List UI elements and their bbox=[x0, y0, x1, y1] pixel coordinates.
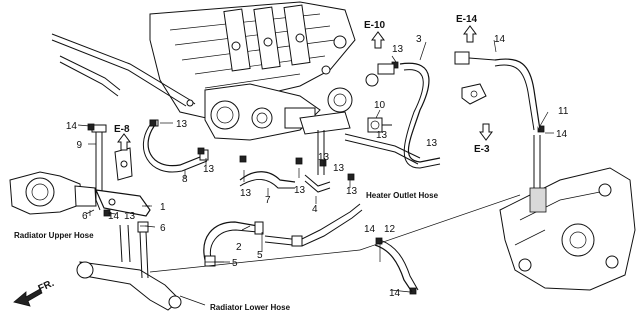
ref-e14: E-14 bbox=[456, 14, 478, 25]
label-front: FR. bbox=[37, 278, 56, 295]
e3-arrow bbox=[479, 123, 493, 141]
engine-block-right bbox=[499, 167, 636, 291]
callout-14-b: 14 bbox=[494, 34, 506, 45]
callout-13-g: 13 bbox=[346, 186, 358, 197]
engine-intake-manifold bbox=[149, 1, 356, 121]
callout-6-b: 6 bbox=[160, 223, 166, 234]
callout-13-j: 13 bbox=[426, 138, 438, 149]
callout-2: 2 bbox=[236, 242, 242, 253]
part-10-fitting bbox=[367, 117, 392, 133]
callout-4: 4 bbox=[312, 204, 318, 215]
callout-1: 1 bbox=[160, 202, 166, 213]
callout-10: 10 bbox=[374, 100, 386, 111]
e14-sensor bbox=[454, 51, 496, 105]
callout-6-a: 6 bbox=[82, 211, 88, 222]
label-radiator-lower-hose: Radiator Lower Hose bbox=[210, 303, 291, 312]
radiator-upper-hose-assembly bbox=[9, 171, 151, 217]
callout-14-e: 14 bbox=[364, 224, 376, 235]
callout-13-d: 13 bbox=[294, 185, 306, 196]
callout-13-e: 13 bbox=[318, 152, 330, 163]
callout-14-c: 14 bbox=[556, 129, 568, 140]
callout-14-a: 14 bbox=[66, 121, 78, 132]
label-heater-outlet-hose: Heater Outlet Hose bbox=[366, 191, 439, 200]
callout-13-k: 13 bbox=[124, 211, 136, 222]
hose-12 bbox=[374, 239, 419, 293]
callout-13-c: 13 bbox=[240, 188, 252, 199]
callout-14-d: 14 bbox=[108, 211, 120, 222]
callout-7: 7 bbox=[265, 195, 271, 206]
label-radiator-upper-hose: Radiator Upper Hose bbox=[14, 231, 94, 240]
callout-12: 12 bbox=[384, 224, 396, 235]
e10-valve bbox=[365, 63, 395, 87]
heater-outlet-pipe bbox=[264, 203, 363, 247]
leader-lines bbox=[77, 39, 554, 293]
e14-arrow bbox=[463, 25, 477, 43]
callout-8: 8 bbox=[182, 174, 188, 185]
callout-13-a: 13 bbox=[176, 119, 188, 130]
callout-9: 9 bbox=[76, 140, 82, 151]
e8-bracket bbox=[114, 147, 133, 181]
callout-13-b: 13 bbox=[203, 164, 215, 175]
hose-8 bbox=[142, 119, 209, 173]
ref-e10: E-10 bbox=[364, 20, 386, 31]
e10-arrow bbox=[371, 31, 385, 49]
hose-11 bbox=[494, 58, 541, 210]
radiator-lower-hose-assembly bbox=[76, 221, 182, 311]
ref-e8: E-8 bbox=[114, 124, 130, 135]
routing-lines bbox=[89, 194, 521, 306]
hose-2 bbox=[203, 221, 264, 267]
callout-13-i: 13 bbox=[376, 130, 388, 141]
e8-arrow bbox=[117, 133, 131, 151]
callout-11: 11 bbox=[558, 106, 569, 117]
callout-13-h: 13 bbox=[392, 44, 404, 55]
ref-e3: E-3 bbox=[474, 144, 490, 155]
front-arrow-icon bbox=[13, 288, 43, 307]
bypass-pipe bbox=[51, 33, 196, 107]
hose-7 bbox=[239, 171, 296, 189]
callout-5-b: 5 bbox=[257, 250, 263, 261]
hose-3 bbox=[344, 62, 441, 169]
callout-5-a: 5 bbox=[232, 258, 238, 269]
callout-13-f: 13 bbox=[333, 163, 345, 174]
throttle-body bbox=[204, 83, 353, 141]
callout-14-f: 14 bbox=[389, 288, 401, 299]
callout-3: 3 bbox=[416, 34, 422, 45]
